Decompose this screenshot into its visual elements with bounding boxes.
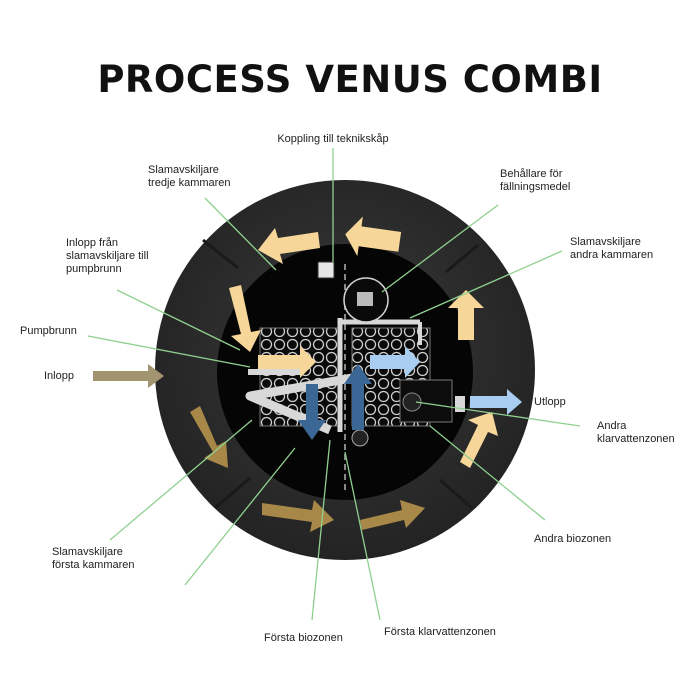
flow-arrow-icon xyxy=(345,216,402,257)
label-pumpbrunn: Pumpbrunn xyxy=(20,325,77,338)
inlet-arrow-icon xyxy=(93,364,164,388)
label-text: Behållare för xyxy=(500,168,563,180)
label-text: Slamavskiljare xyxy=(570,236,641,248)
page-title: PROCESS VENUS COMBI xyxy=(97,58,603,101)
label-text: Slamavskiljare xyxy=(52,546,123,558)
label-andra-biozonen: Andra biozonen xyxy=(534,533,611,546)
label-text: Koppling till teknikskåp xyxy=(277,133,389,145)
label-slamavskiljare-tredje: Slamavskiljare tredje kammaren xyxy=(148,164,231,190)
label-text: Inlopp xyxy=(44,370,74,382)
label-inlopp: Inlopp xyxy=(44,370,74,383)
flow-arrow-icon xyxy=(448,290,484,340)
bottom-pump xyxy=(351,429,369,447)
flow-arrow-icon xyxy=(298,384,326,440)
label-text: Första klarvattenzonen xyxy=(384,626,496,638)
label-andra-klarvattenzonen: Andra klarvattenzonen xyxy=(597,420,675,446)
label-text: Pumpbrunn xyxy=(20,325,77,337)
label-text: andra kammaren xyxy=(570,249,654,261)
label-forsta-klarvattenzonen: Första klarvattenzonen xyxy=(384,626,496,639)
label-text: klarvattenzonen xyxy=(597,433,675,445)
label-text: Andra xyxy=(597,420,627,432)
label-koppling: Koppling till teknikskåp xyxy=(258,133,408,146)
label-inlopp-pumpbrunn: Inlopp från slamavskiljare till pumpbrun… xyxy=(66,237,149,276)
flow-arrow-icon xyxy=(258,346,316,378)
outlet-arrow-icon xyxy=(470,389,522,415)
flow-arrow-icon xyxy=(258,228,320,264)
label-behallare: Behållare för fällningsmedel xyxy=(500,168,570,194)
label-text: tredje kammaren xyxy=(148,177,231,189)
label-text: Inlopp från xyxy=(66,237,118,249)
flow-arrow-icon xyxy=(262,500,334,532)
label-text: pumpbrunn xyxy=(66,263,122,275)
outlet-connector xyxy=(455,396,465,412)
outlet-pump xyxy=(402,392,422,412)
label-forsta-biozonen: Första biozonen xyxy=(264,632,343,645)
flow-arrow-icon xyxy=(190,406,228,468)
dosing-container-icon xyxy=(343,277,389,323)
label-slamavskiljare-andra: Slamavskiljare andra kammaren xyxy=(570,236,653,262)
flow-arrow-icon xyxy=(370,346,420,378)
label-text: Andra biozonen xyxy=(534,533,612,545)
flow-arrow-icon xyxy=(344,364,372,430)
leader-lines xyxy=(87,148,581,621)
flow-arrow-icon xyxy=(229,285,261,352)
label-text: fällningsmedel xyxy=(500,181,571,193)
tank-inner-chamber xyxy=(217,244,473,500)
label-text: Slamavskiljare xyxy=(148,164,219,176)
label-slamavskiljare-forsta: Slamavskiljare första kammaren xyxy=(52,546,135,572)
label-text: första kammaren xyxy=(52,559,135,571)
label-text: slamavskiljare till xyxy=(66,250,149,262)
label-text: Utlopp xyxy=(534,396,566,408)
coupling-box xyxy=(317,261,335,279)
label-utlopp: Utlopp xyxy=(534,396,566,409)
flow-arrow-icon xyxy=(360,500,425,530)
label-text: Första biozonen xyxy=(264,632,343,644)
flow-arrow-icon xyxy=(460,412,498,468)
tank-divider-grooves xyxy=(202,238,479,510)
